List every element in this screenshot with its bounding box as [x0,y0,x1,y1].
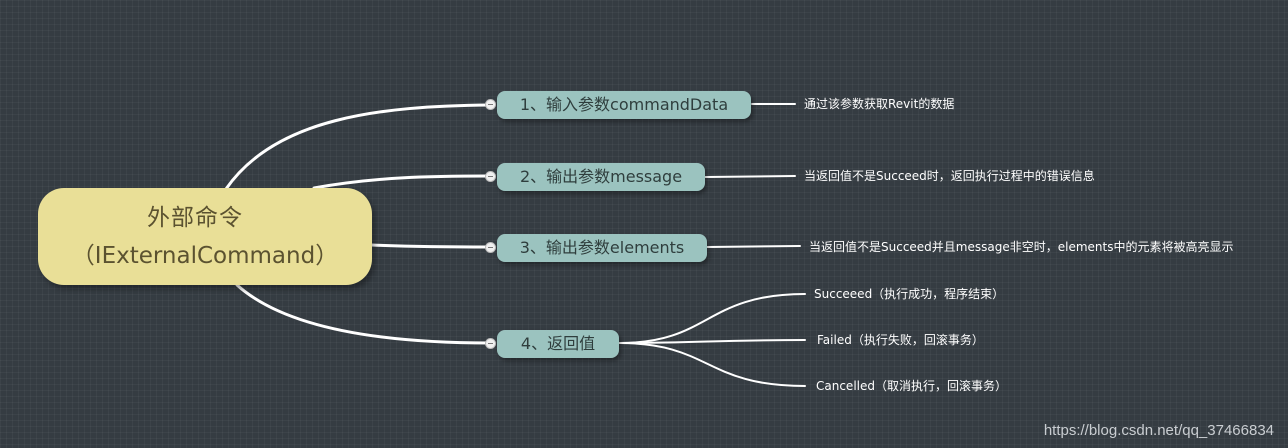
connector-branch-3-note [706,245,801,248]
branch-topic-3[interactable]: 3、输出参数elements [497,234,707,262]
root-topic-title: 外部命令 [147,204,243,231]
branch-topic-2-label: 2、输出参数message [519,167,683,186]
connector-root-to-branch-1 [224,103,492,191]
branch-topic-2[interactable]: 2、输出参数message [497,163,705,191]
branch-topic-4[interactable]: 4、返回值 [497,330,619,358]
connector-root-to-branch-4 [235,283,492,345]
collapse-toggle-branch-3[interactable] [485,242,496,253]
branch-topic-1[interactable]: 1、输入参数commandData [497,91,751,119]
connector-branch-4-note-2 [619,339,806,344]
connector-root-to-branch-2 [312,174,492,190]
branch-topic-1-label: 1、输入参数commandData [519,95,729,114]
branch-topic-3-label: 3、输出参数elements [519,238,685,257]
connector-branch-4-note-1 [619,293,806,344]
connector-root-to-branch-3 [370,243,492,249]
watermark-url: https://blog.csdn.net/qq_37466834 [1043,422,1274,439]
note-result-failed[interactable]: Failed（执行失败，回滚事务） [817,333,984,347]
note-message[interactable]: 当返回值不是Succeed时，返回执行过程中的错误信息 [804,169,1095,183]
root-topic[interactable]: 外部命令 （IExternalCommand） [38,188,372,285]
root-topic-subtitle: （IExternalCommand） [71,242,339,269]
connector-branch-4-note-3 [619,342,806,387]
note-commanddata[interactable]: 通过该参数获取Revit的数据 [804,97,955,111]
branch-topic-4-label: 4、返回值 [520,334,596,353]
collapse-toggle-branch-1[interactable] [485,99,496,110]
note-elements[interactable]: 当返回值不是Succeed并且message非空时，elements中的元素将被… [809,240,1234,254]
connector-branch-2-note [704,175,796,178]
collapse-toggle-branch-2[interactable] [485,171,496,182]
collapse-toggle-branch-4[interactable] [485,338,496,349]
note-result-succeeded[interactable]: Succeeed（执行成功，程序结束） [814,287,1005,301]
note-result-cancelled[interactable]: Cancelled（取消执行，回滚事务） [816,379,1007,393]
